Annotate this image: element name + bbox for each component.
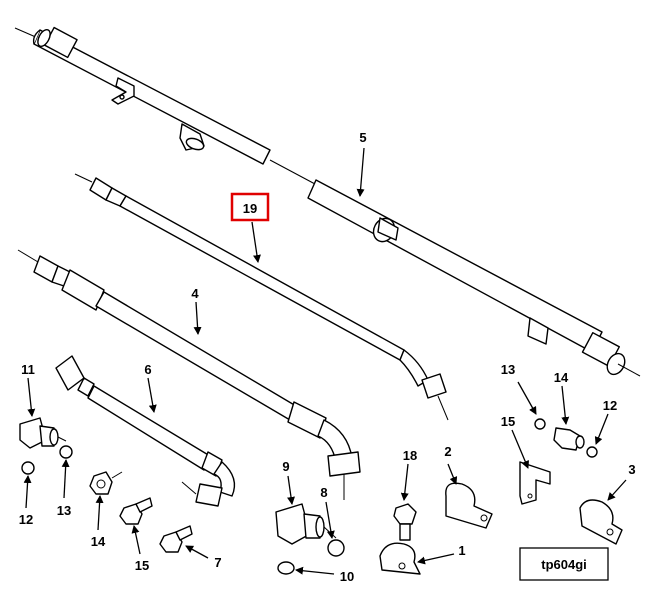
leader-4 xyxy=(193,301,202,335)
part-19-thin-hose xyxy=(74,173,449,421)
callout-14: 14 xyxy=(554,370,569,385)
part-5-rigid-tube xyxy=(14,26,641,377)
callout-18: 18 xyxy=(403,448,417,463)
callout-12-left: 12 xyxy=(19,512,33,527)
part-4-large-hose xyxy=(17,249,361,500)
callout-leaders xyxy=(23,147,627,575)
part-1-clamp xyxy=(379,542,421,575)
callout-17: 15 xyxy=(135,558,149,573)
callout-10: 10 xyxy=(340,569,354,584)
callout-13-right: 13 xyxy=(501,362,515,377)
leader-6 xyxy=(147,377,157,413)
part-10-o-ring xyxy=(277,561,295,575)
leader-16 xyxy=(95,495,104,531)
callout-labels: 5 19 4 6 11 12 13 14 15 7 9 8 10 18 1 2 … xyxy=(19,130,636,584)
highlight-box-19 xyxy=(230,192,270,222)
callout-9: 9 xyxy=(282,459,289,474)
leader-5 xyxy=(356,147,365,197)
part-13-o-ring-left xyxy=(59,445,73,459)
callout-3: 3 xyxy=(628,462,635,477)
reference-code: tp604gi xyxy=(541,557,587,572)
callout-1: 1 xyxy=(458,543,465,558)
callout-7: 7 xyxy=(214,555,221,570)
callout-12-right: 12 xyxy=(603,398,617,413)
part-2-p-clamp xyxy=(445,482,493,529)
leader-12a xyxy=(23,475,32,509)
part-17-bolt xyxy=(119,497,153,525)
leader-8 xyxy=(325,501,335,539)
leader-11 xyxy=(27,377,36,417)
part-11-elbow-fitting xyxy=(19,417,67,449)
callout-11: 11 xyxy=(21,362,35,377)
callout-19: 19 xyxy=(243,201,257,216)
callout-5: 5 xyxy=(359,130,366,145)
part-18-bolt xyxy=(393,503,417,541)
leader-13b xyxy=(517,381,537,415)
leader-18 xyxy=(400,463,409,501)
leader-17 xyxy=(131,525,141,555)
reference-code-box: tp604gi xyxy=(519,547,609,581)
part-14-adapter xyxy=(553,427,585,451)
leader-10 xyxy=(295,566,335,575)
callout-6: 6 xyxy=(144,362,151,377)
part-3-p-clamp xyxy=(579,499,623,545)
leader-15 xyxy=(511,429,529,469)
part-7-bolt xyxy=(159,525,193,553)
leader-12b xyxy=(594,413,609,445)
part-6-bent-tube xyxy=(55,355,236,507)
part-12-o-ring-right xyxy=(586,446,598,458)
part-16-nut xyxy=(89,471,123,495)
leader-19 xyxy=(251,221,261,263)
part-12-o-ring-left xyxy=(21,461,35,475)
leader-7 xyxy=(185,545,209,559)
part-13-o-ring-right xyxy=(534,418,546,430)
part-8-o-ring xyxy=(327,539,345,557)
part-9-elbow-fitting xyxy=(275,503,337,545)
callout-2: 2 xyxy=(444,444,451,459)
callout-15: 15 xyxy=(501,414,515,429)
callout-8: 8 xyxy=(320,485,327,500)
callout-16: 14 xyxy=(91,534,106,549)
callout-4: 4 xyxy=(191,286,199,301)
leader-13a xyxy=(61,459,70,499)
leader-14 xyxy=(561,385,570,425)
leader-3 xyxy=(607,479,627,501)
leader-1 xyxy=(417,553,455,565)
leader-2 xyxy=(447,463,458,485)
leader-9 xyxy=(287,475,295,505)
part-15-bracket xyxy=(519,461,551,505)
callout-13-left: 13 xyxy=(57,503,71,518)
